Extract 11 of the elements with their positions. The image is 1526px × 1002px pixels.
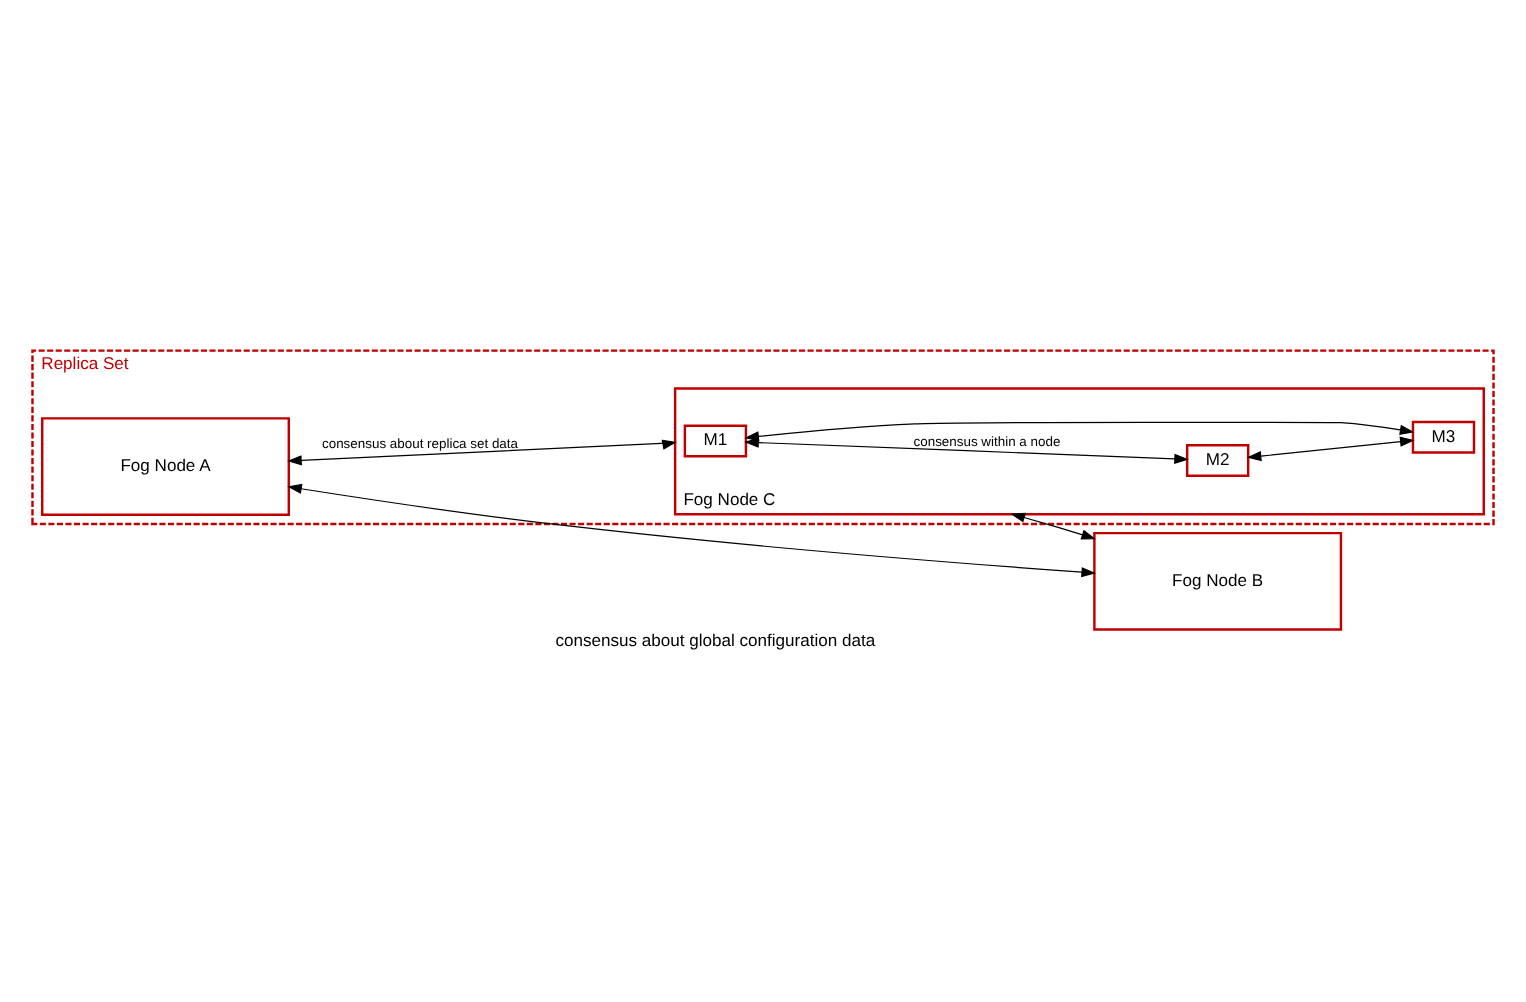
arrow bbox=[744, 420, 1415, 441]
node-box: Fog Node B bbox=[1093, 530, 1343, 630]
node-box: Fog Node A bbox=[41, 416, 291, 516]
node-box: M2 bbox=[1185, 443, 1250, 476]
node-box: M3 bbox=[1411, 419, 1476, 453]
label: consensus about global configuration data bbox=[555, 628, 876, 649]
arrow bbox=[1010, 511, 1097, 539]
arrow bbox=[1246, 435, 1415, 461]
node-box: M1 bbox=[683, 423, 748, 457]
arrow bbox=[287, 482, 1097, 577]
arrow bbox=[287, 438, 677, 465]
